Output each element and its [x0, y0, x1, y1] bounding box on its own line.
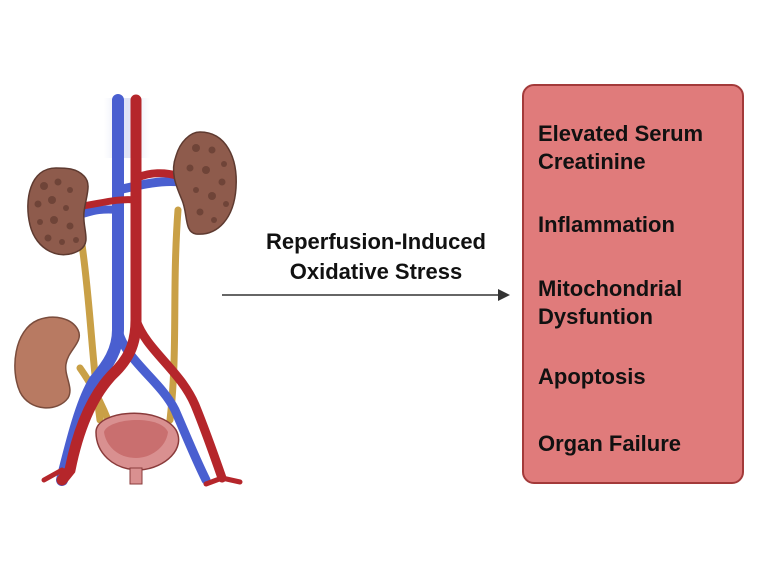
- process-label-line2: Oxidative Stress: [289, 259, 463, 284]
- outcomes-box: Elevated Serum Creatinine Inflammation M…: [522, 84, 744, 484]
- right-ureter: [166, 206, 182, 424]
- outcome-item: Apoptosis: [538, 364, 646, 389]
- left-kidney-diseased: [27, 167, 89, 256]
- right-iliac-artery: [131, 315, 227, 483]
- vessel-fade: [104, 98, 150, 158]
- right-arrow-icon: [222, 289, 510, 301]
- outcome-item: Mitochondrial Dysfuntion: [538, 276, 683, 329]
- right-renal-artery: [132, 169, 182, 182]
- aorta: [56, 94, 142, 486]
- process-label-line1: Reperfusion-Induced: [265, 229, 486, 254]
- right-leg-arteries: [203, 475, 243, 487]
- left-renal-vein: [78, 205, 122, 218]
- urinary-tract-illustration: [14, 94, 243, 487]
- outcome-item: Organ Failure: [538, 431, 682, 456]
- outcome-item: Elevated Serum Creatinine: [538, 121, 704, 174]
- left-leg-arteries: [41, 467, 67, 485]
- right-renal-vein: [113, 177, 185, 195]
- outcome-item: Inflammation: [538, 212, 675, 237]
- right-kidney-diseased: [172, 131, 237, 235]
- left-renal-artery: [78, 196, 140, 210]
- bladder: [95, 412, 180, 485]
- healthy-kidney: [14, 316, 81, 409]
- process-label: Reperfusion-Induced Oxidative Stress: [240, 227, 512, 287]
